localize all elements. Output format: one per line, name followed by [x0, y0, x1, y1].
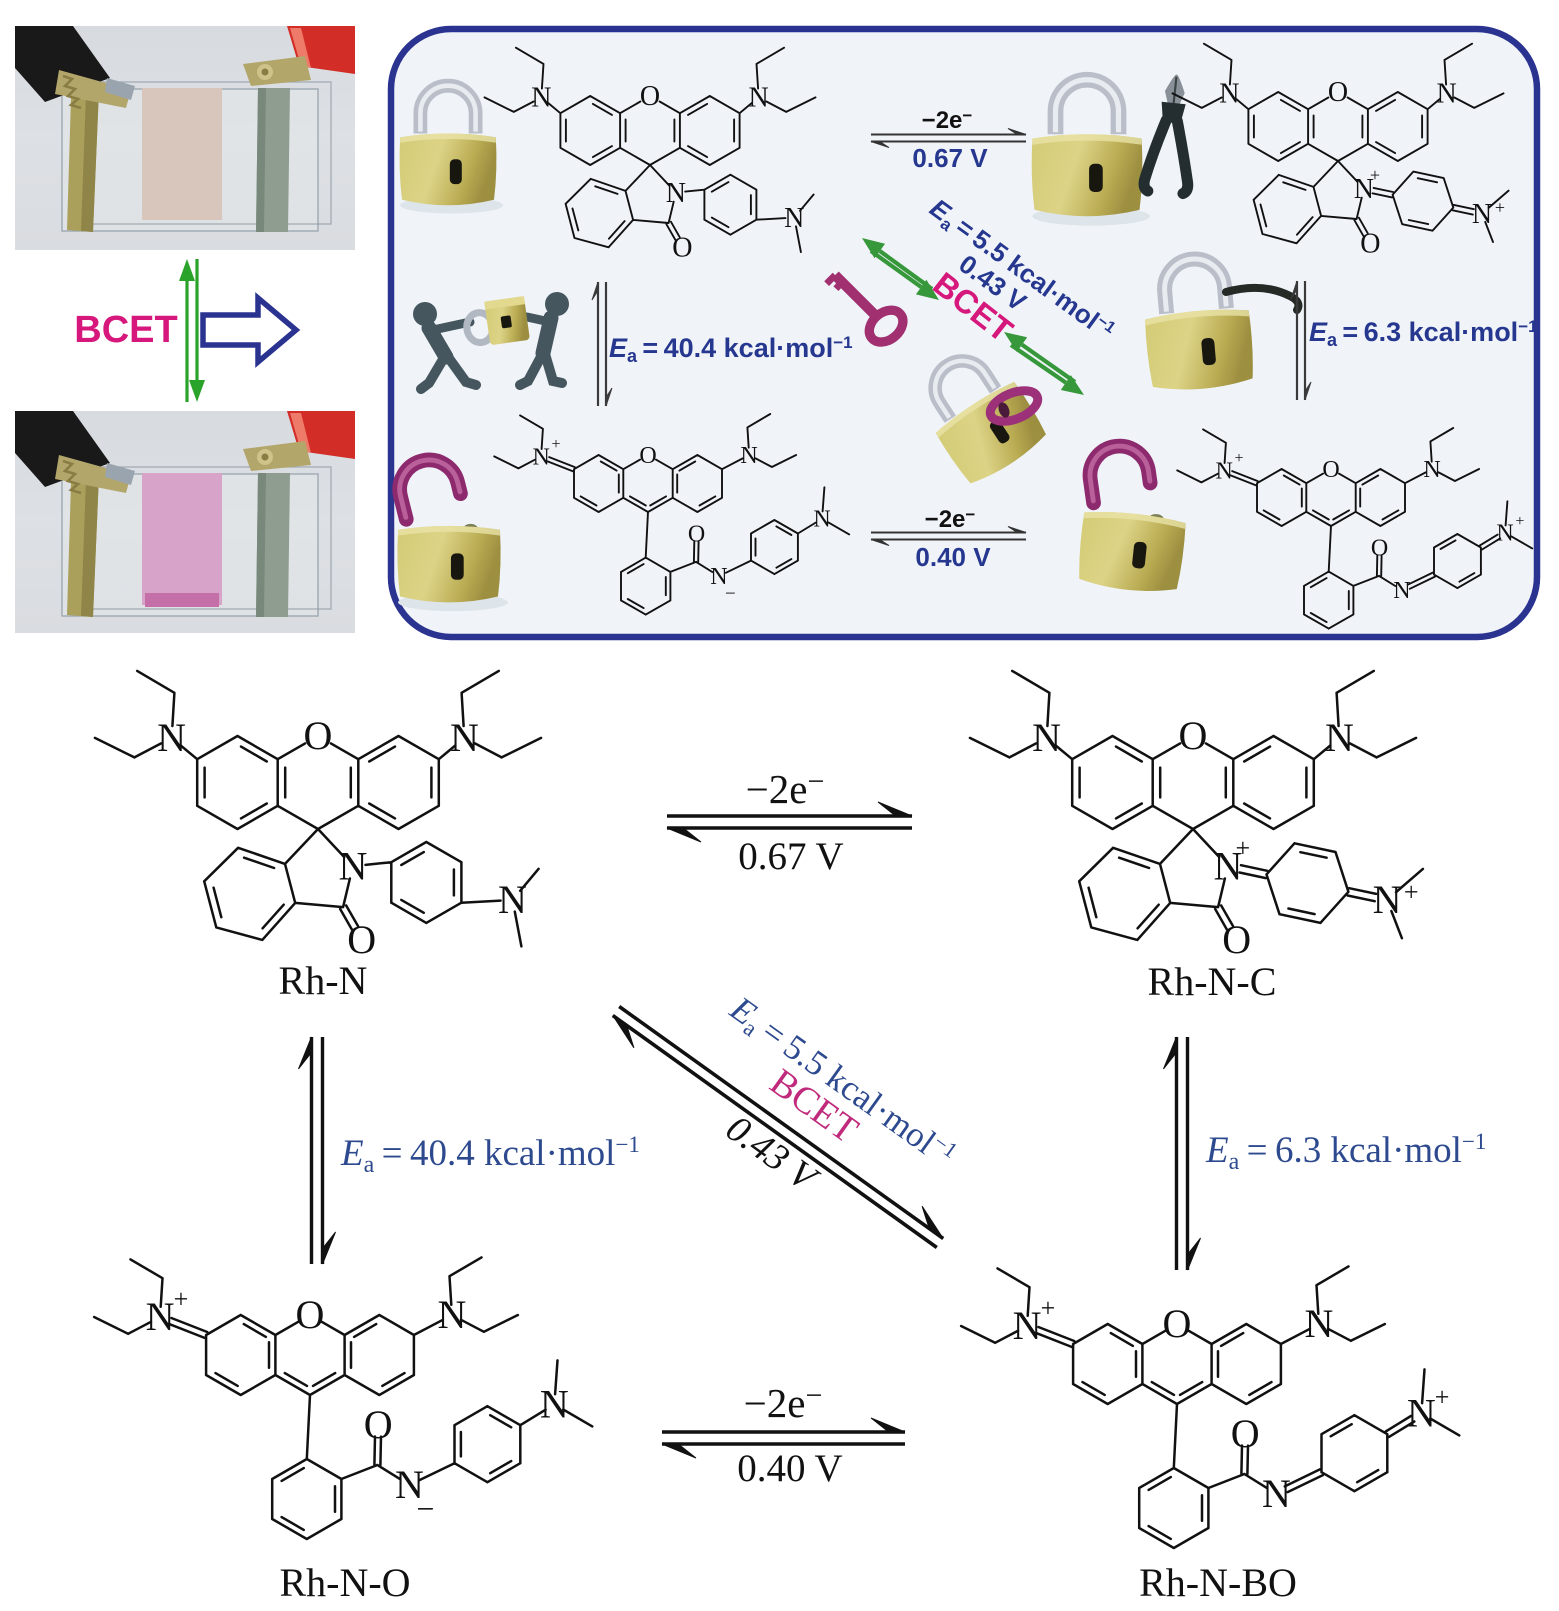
- svg-text:−: −: [416, 1491, 434, 1527]
- svg-text:N: N: [813, 507, 830, 533]
- svg-text:+: +: [1370, 165, 1380, 185]
- svg-text:+: +: [1435, 1382, 1450, 1411]
- svg-text:N: N: [437, 1292, 466, 1337]
- svg-text:O: O: [304, 713, 333, 758]
- svg-text:O: O: [1179, 713, 1208, 758]
- svg-text:O: O: [672, 232, 692, 263]
- svg-text:Ea = 6.3 kcal·mol−1: Ea = 6.3 kcal·mol−1: [1205, 1129, 1486, 1175]
- svg-text:O: O: [347, 917, 376, 962]
- svg-text:Rh-N-BO: Rh-N-BO: [1139, 1560, 1297, 1605]
- svg-text:N: N: [1354, 174, 1374, 205]
- svg-text:N: N: [1304, 1301, 1333, 1346]
- svg-text:+: +: [1404, 877, 1419, 906]
- svg-text:N: N: [533, 444, 550, 470]
- svg-text:0.67 V: 0.67 V: [738, 835, 843, 878]
- svg-text:N: N: [666, 178, 686, 209]
- svg-text:N: N: [710, 564, 727, 590]
- svg-text:N: N: [1407, 1391, 1436, 1436]
- svg-text:N: N: [1393, 578, 1410, 604]
- svg-text:BCET: BCET: [74, 309, 177, 351]
- svg-text:Rh-N-C: Rh-N-C: [1148, 959, 1277, 1004]
- svg-text:+: +: [174, 1285, 189, 1314]
- svg-text:0.40 V: 0.40 V: [915, 542, 991, 572]
- svg-text:+: +: [1495, 198, 1505, 218]
- svg-text:+: +: [1235, 833, 1250, 862]
- svg-text:N: N: [784, 203, 804, 234]
- svg-text:Rh-N-O: Rh-N-O: [279, 1560, 410, 1605]
- svg-text:N: N: [1436, 79, 1456, 110]
- svg-text:N: N: [1032, 715, 1061, 760]
- svg-text:O: O: [688, 521, 705, 547]
- svg-text:+: +: [1041, 1294, 1056, 1323]
- svg-text:N: N: [338, 843, 367, 888]
- svg-text:O: O: [1360, 228, 1380, 259]
- svg-text:N: N: [1216, 458, 1233, 484]
- svg-text:N: N: [498, 877, 527, 922]
- svg-text:N: N: [1325, 715, 1354, 760]
- svg-text:Ea = 40.4 kcal·mol−1: Ea = 40.4 kcal·mol−1: [609, 333, 853, 366]
- svg-text:O: O: [1328, 77, 1348, 108]
- svg-text:N: N: [1213, 843, 1242, 888]
- svg-text:−: −: [725, 584, 736, 605]
- svg-text:Ea = 40.4 kcal·mol−1: Ea = 40.4 kcal·mol−1: [340, 1132, 640, 1178]
- svg-text:O: O: [639, 443, 656, 469]
- svg-text:N: N: [1423, 457, 1440, 483]
- svg-text:+: +: [1515, 513, 1524, 530]
- svg-text:N: N: [1262, 1471, 1291, 1516]
- svg-text:+: +: [1234, 450, 1243, 467]
- svg-text:N: N: [1219, 79, 1239, 110]
- svg-text:N: N: [1013, 1303, 1042, 1348]
- svg-text:O: O: [364, 1402, 393, 1447]
- svg-text:+: +: [551, 436, 560, 453]
- svg-text:O: O: [296, 1292, 325, 1337]
- svg-text:0.67 V: 0.67 V: [912, 143, 988, 173]
- svg-text:Rh-N: Rh-N: [279, 958, 368, 1003]
- svg-text:0.40 V: 0.40 V: [737, 1447, 842, 1490]
- svg-text:N: N: [540, 1382, 569, 1427]
- svg-text:N: N: [1373, 877, 1402, 922]
- svg-text:N: N: [1472, 199, 1492, 230]
- svg-text:O: O: [1322, 457, 1339, 483]
- svg-text:N: N: [450, 715, 479, 760]
- svg-text:N: N: [748, 83, 768, 114]
- svg-text:O: O: [640, 81, 660, 112]
- svg-text:O: O: [1231, 1411, 1260, 1456]
- svg-text:N: N: [740, 443, 757, 469]
- svg-text:N: N: [395, 1462, 424, 1507]
- svg-text:N: N: [1496, 521, 1513, 547]
- svg-text:N: N: [531, 83, 551, 114]
- svg-text:O: O: [1371, 535, 1388, 561]
- svg-text:O: O: [1222, 917, 1251, 962]
- svg-text:N: N: [157, 715, 186, 760]
- svg-text:N: N: [146, 1294, 175, 1339]
- svg-text:Ea = 6.3 kcal·mol−1: Ea = 6.3 kcal·mol−1: [1309, 317, 1538, 350]
- svg-text:O: O: [1163, 1301, 1192, 1346]
